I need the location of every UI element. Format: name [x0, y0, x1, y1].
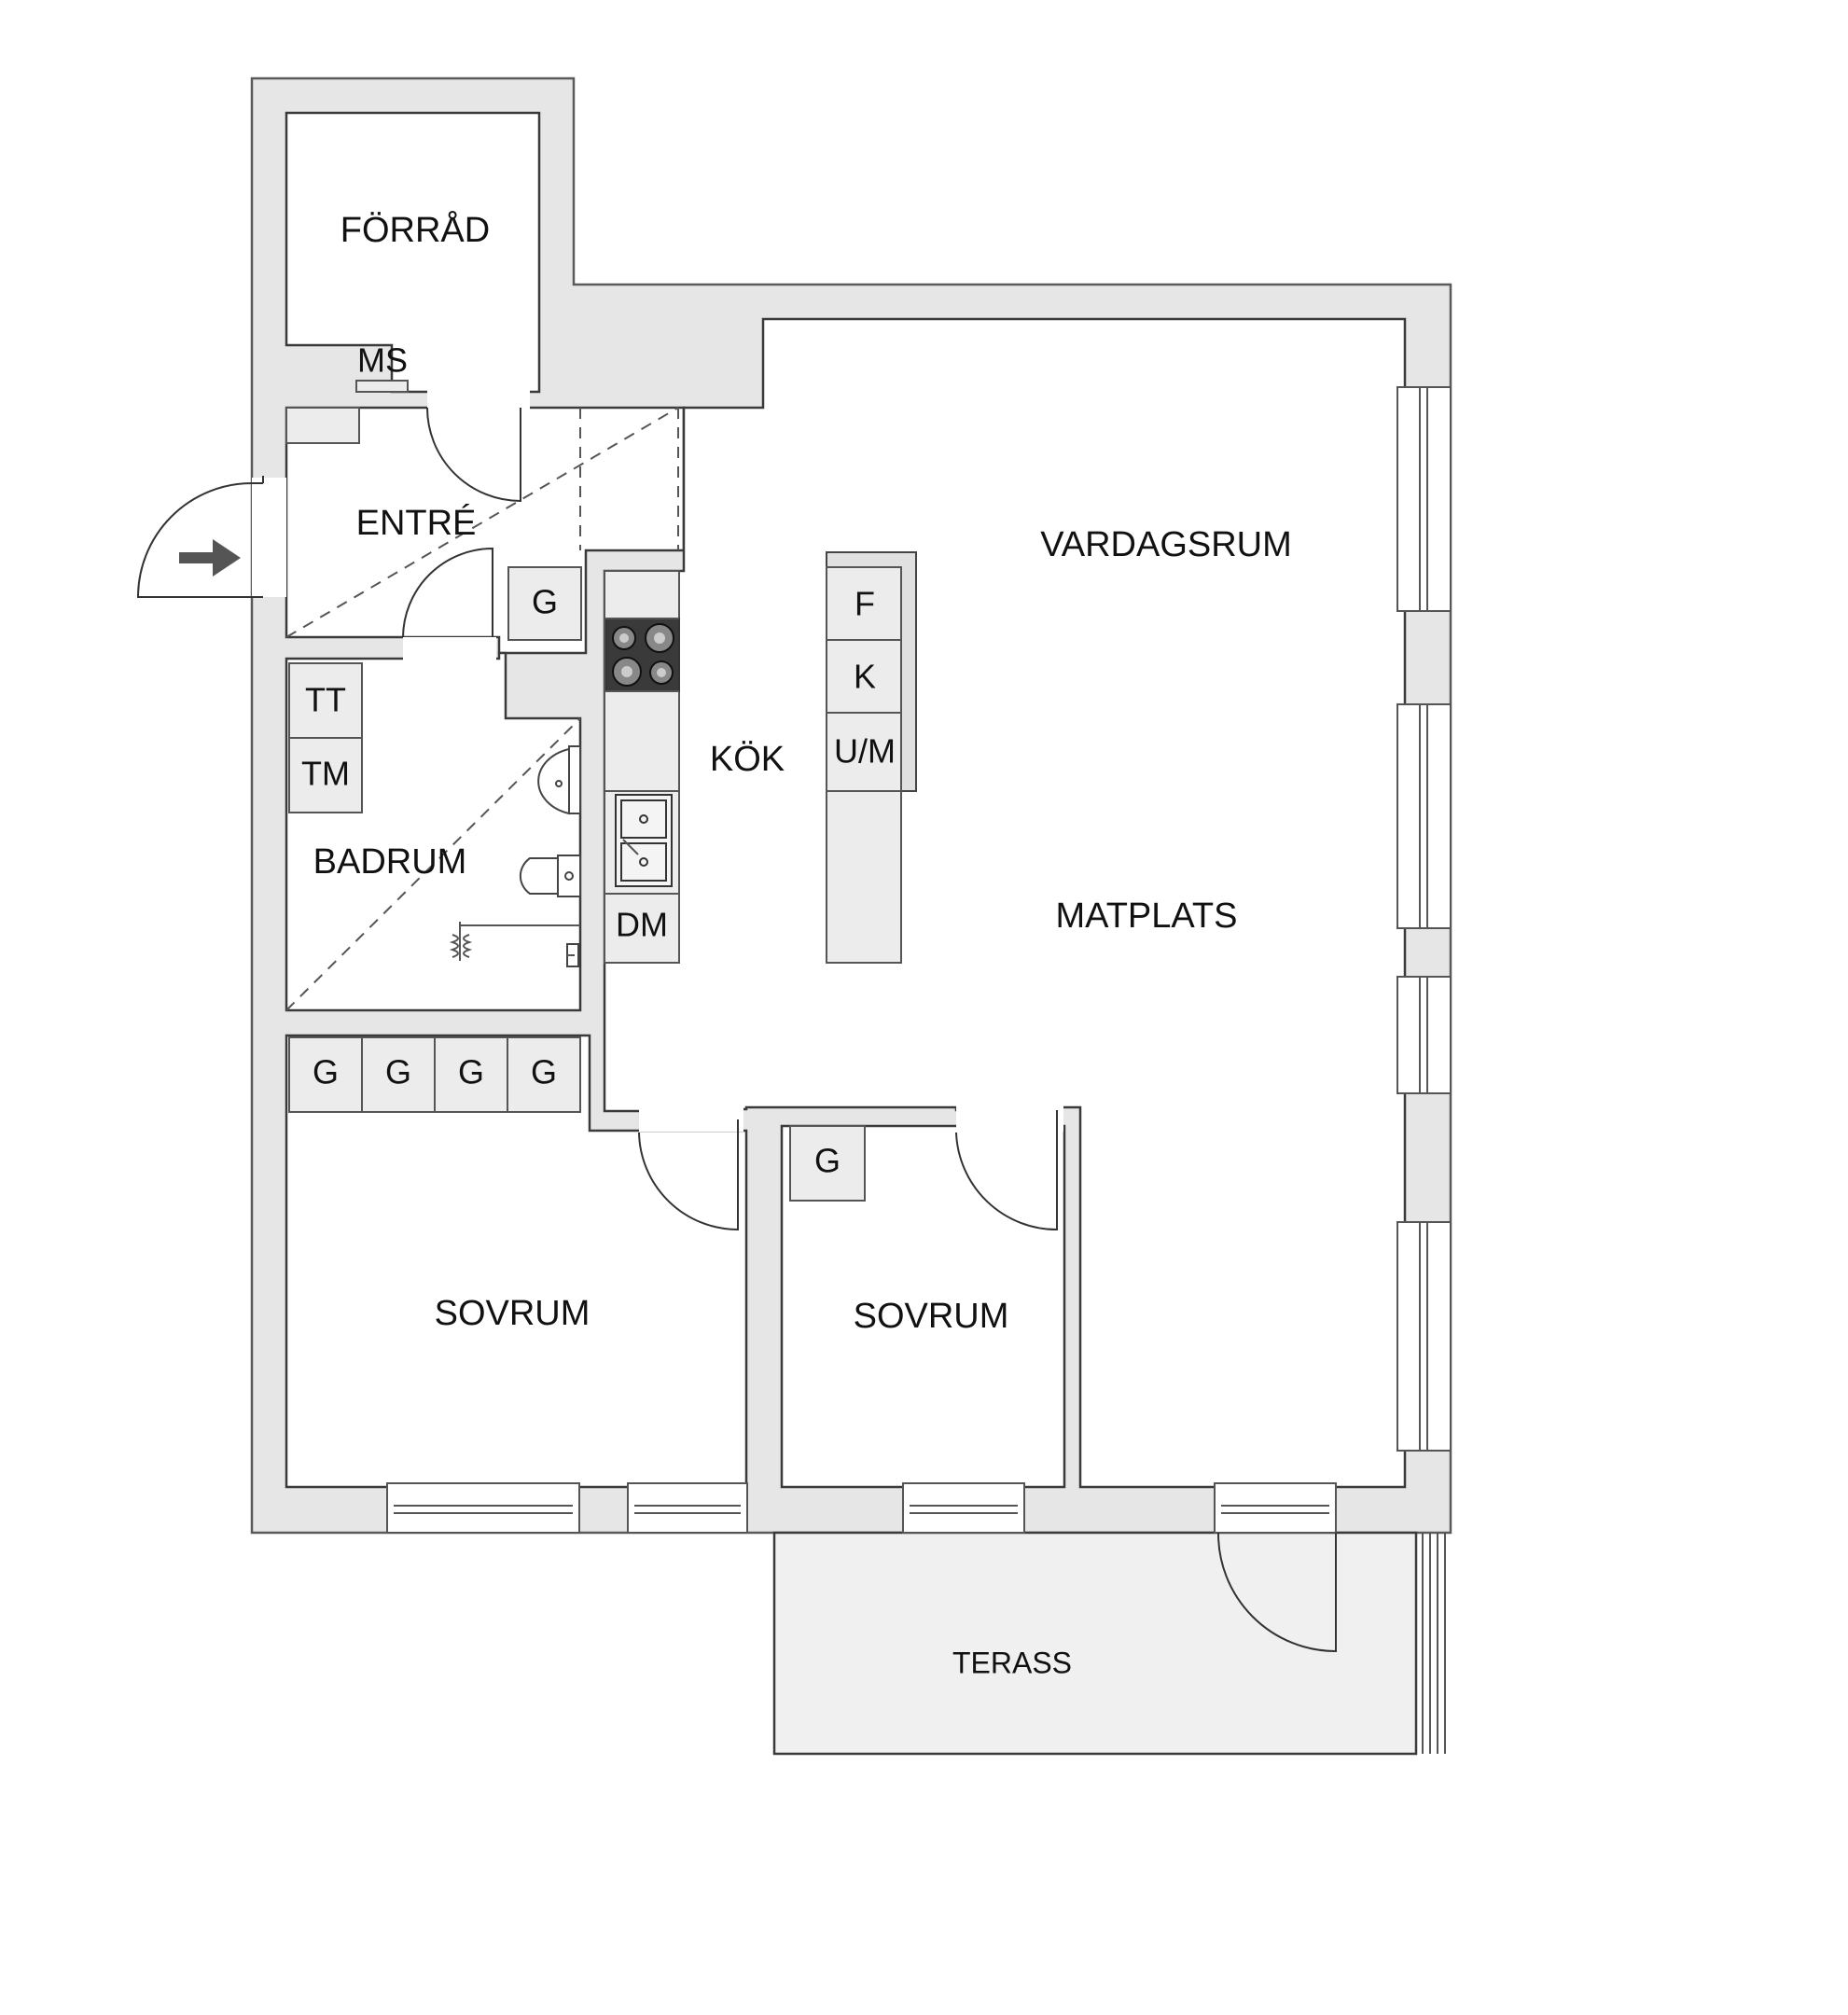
f-label: F: [855, 585, 875, 623]
room-bedroom-1: [285, 1034, 748, 1489]
shower-icon: [449, 922, 580, 967]
bathroom-door: [402, 547, 493, 638]
terrace-door: [1216, 1532, 1337, 1653]
wardrobe-entrance: [507, 566, 582, 641]
label-kitchen: KÖK: [710, 740, 785, 779]
windows-right: [1396, 386, 1452, 1452]
wardrobe-row-label-3: G: [458, 1053, 484, 1091]
entrance-shelf: [285, 407, 360, 444]
wardrobe-row-label-4: G: [531, 1053, 557, 1091]
label-living: VARDAGSRUM: [1040, 525, 1292, 564]
bedroom-2-door: [955, 1110, 1058, 1231]
k-label: K: [854, 658, 876, 696]
label-entrance: ENTRÉ: [356, 503, 477, 543]
label-bathroom: BADRUM: [313, 842, 467, 882]
storage-door: [426, 407, 521, 503]
wardrobe-bedroom-label: G: [814, 1142, 841, 1180]
room-terrace: [772, 1531, 1418, 1756]
front-door: [136, 476, 286, 598]
toilet-icon: [519, 855, 581, 897]
label-bedroom-1: SOVRUM: [435, 1294, 591, 1333]
dm-label: DM: [616, 906, 668, 944]
entrance-arrow-icon: [179, 539, 241, 577]
label-bedroom-2: SOVRUM: [854, 1297, 1009, 1336]
washbasin-icon: [537, 745, 581, 815]
wardrobe-entrance-label: G: [532, 583, 558, 621]
wardrobe-bedroom: [789, 1125, 866, 1202]
tt-label: TT: [305, 681, 346, 719]
label-dining: MATPLATS: [1056, 896, 1238, 936]
kitchen-island: [826, 551, 917, 964]
windows-bottom: [386, 1482, 1337, 1534]
room-living: [603, 317, 1407, 1489]
wardrobes-row: [288, 1036, 581, 1113]
label-terrace: TERASS: [952, 1646, 1072, 1679]
tt-tm-cabinets: [288, 662, 363, 813]
dashed-lines: [285, 407, 679, 1011]
wardrobe-row-label-2: G: [385, 1053, 411, 1091]
ms-cabinet: [355, 380, 409, 393]
label-storage: FÖRRÅD: [340, 209, 490, 250]
bedroom-1-door: [638, 1119, 739, 1231]
kitchen-counter: [604, 570, 680, 964]
wardrobe-row-label-1: G: [313, 1053, 339, 1091]
tm-label: TM: [301, 755, 350, 793]
ms-label: MS: [357, 341, 408, 380]
um-label: U/M: [834, 732, 896, 771]
